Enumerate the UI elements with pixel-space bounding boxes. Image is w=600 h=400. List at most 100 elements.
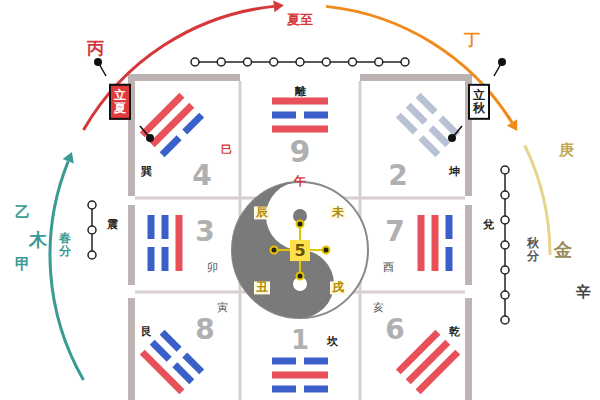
earthly-branch: 辰 bbox=[254, 206, 270, 219]
trigram bbox=[148, 215, 183, 271]
dot bbox=[501, 291, 509, 299]
dot bbox=[322, 58, 330, 66]
palace-number: 7 bbox=[385, 217, 404, 248]
dot bbox=[501, 166, 509, 174]
dot bbox=[501, 316, 509, 324]
arrow-head bbox=[507, 119, 517, 131]
dot bbox=[244, 58, 252, 66]
trigram-name: 巽 bbox=[141, 166, 152, 178]
heavenly-stem: 辛 bbox=[576, 284, 591, 301]
heavenly-stem: 丁 bbox=[464, 31, 480, 49]
dot bbox=[375, 58, 383, 66]
solar-term: 立秋 bbox=[473, 89, 485, 115]
trigram bbox=[396, 330, 460, 394]
trigram-name: 艮 bbox=[141, 326, 152, 338]
trigram bbox=[140, 93, 204, 157]
trigram bbox=[418, 215, 453, 271]
trigrams bbox=[140, 93, 460, 394]
heavenly-stem: 甲 bbox=[15, 256, 30, 273]
yin-line bbox=[272, 112, 296, 119]
center-number: 5 bbox=[290, 240, 309, 261]
palace-number: 6 bbox=[385, 315, 404, 346]
season-arc bbox=[50, 161, 83, 380]
trigram-name: 震 bbox=[107, 219, 118, 231]
dot bbox=[501, 241, 509, 249]
yin-line bbox=[272, 386, 296, 393]
solar-term: 秋分 bbox=[527, 237, 539, 263]
dot bbox=[191, 58, 199, 66]
trigram-name: 乾 bbox=[449, 326, 460, 338]
heavenly-stem: 乙 bbox=[15, 204, 30, 221]
yin-line bbox=[160, 135, 182, 157]
palace-number: 4 bbox=[192, 161, 211, 192]
yang-line bbox=[272, 372, 328, 379]
palace-number: 2 bbox=[388, 161, 407, 192]
earthly-branch: 亥 bbox=[373, 302, 384, 314]
trigram-name: 坤 bbox=[449, 166, 460, 178]
heavenly-stem: 丙 bbox=[87, 39, 104, 58]
dot bbox=[501, 266, 509, 274]
trigram bbox=[140, 330, 204, 394]
grid-lines bbox=[135, 81, 465, 400]
yang-line bbox=[272, 98, 328, 105]
element: 金 bbox=[554, 240, 572, 260]
yin-line bbox=[396, 113, 418, 135]
dot bbox=[501, 216, 509, 224]
solar-term: 夏至 bbox=[287, 13, 313, 27]
season-arc bbox=[326, 6, 512, 122]
dot bbox=[270, 58, 278, 66]
yin-line bbox=[446, 247, 453, 271]
yin-line bbox=[304, 386, 328, 393]
palace-number: 3 bbox=[195, 217, 214, 248]
yang-line bbox=[272, 126, 328, 133]
arrow-head bbox=[63, 152, 74, 164]
earthly-branch: 未 bbox=[330, 206, 346, 219]
dot bbox=[501, 191, 509, 199]
dot bbox=[401, 58, 409, 66]
yin-line bbox=[162, 247, 169, 271]
solar-term-box: 立夏 bbox=[109, 84, 131, 120]
heavenly-stem: 庚 bbox=[559, 142, 574, 159]
trigram bbox=[272, 98, 328, 133]
taiji-circle: 5 bbox=[230, 180, 370, 320]
solar-term: 立夏 bbox=[114, 89, 126, 115]
dot bbox=[88, 201, 96, 209]
arrow-head bbox=[273, 0, 284, 12]
solar-term: 春分 bbox=[59, 232, 71, 258]
yin-line bbox=[148, 247, 155, 271]
element: 木 bbox=[29, 230, 47, 250]
palace-number: 1 bbox=[291, 326, 309, 355]
dot bbox=[349, 58, 357, 66]
dot bbox=[296, 58, 304, 66]
yin-line bbox=[160, 330, 182, 352]
earthly-branch: 戌 bbox=[330, 281, 346, 294]
earthly-branch: 巳 bbox=[221, 144, 232, 156]
trigram-name: 坎 bbox=[327, 336, 338, 348]
yin-line bbox=[304, 112, 328, 119]
dot bbox=[88, 251, 96, 259]
trigram-name: 兌 bbox=[483, 219, 494, 231]
yin-line bbox=[148, 215, 155, 239]
yin-line bbox=[304, 358, 328, 365]
palace-number: 8 bbox=[195, 315, 214, 346]
corner-lines bbox=[98, 62, 502, 138]
earthly-branch: 卯 bbox=[207, 262, 218, 274]
yin-line bbox=[272, 358, 296, 365]
yang-line bbox=[432, 215, 439, 271]
yang-line bbox=[418, 215, 425, 271]
season-arc bbox=[83, 6, 273, 130]
frame-bars bbox=[128, 74, 472, 400]
earthly-branch: 寅 bbox=[217, 302, 228, 314]
yin-line bbox=[418, 135, 440, 157]
palace-number: 9 bbox=[290, 135, 311, 168]
dot bbox=[217, 58, 225, 66]
trigram-name: 離 bbox=[295, 86, 306, 98]
trigram bbox=[396, 93, 460, 157]
earthly-branch: 酉 bbox=[383, 262, 394, 274]
yang-line bbox=[176, 215, 183, 271]
yin-line bbox=[182, 352, 204, 374]
corner-dots bbox=[94, 58, 506, 142]
hetu-dots bbox=[88, 58, 509, 324]
solar-term-box: 立秋 bbox=[468, 84, 490, 120]
